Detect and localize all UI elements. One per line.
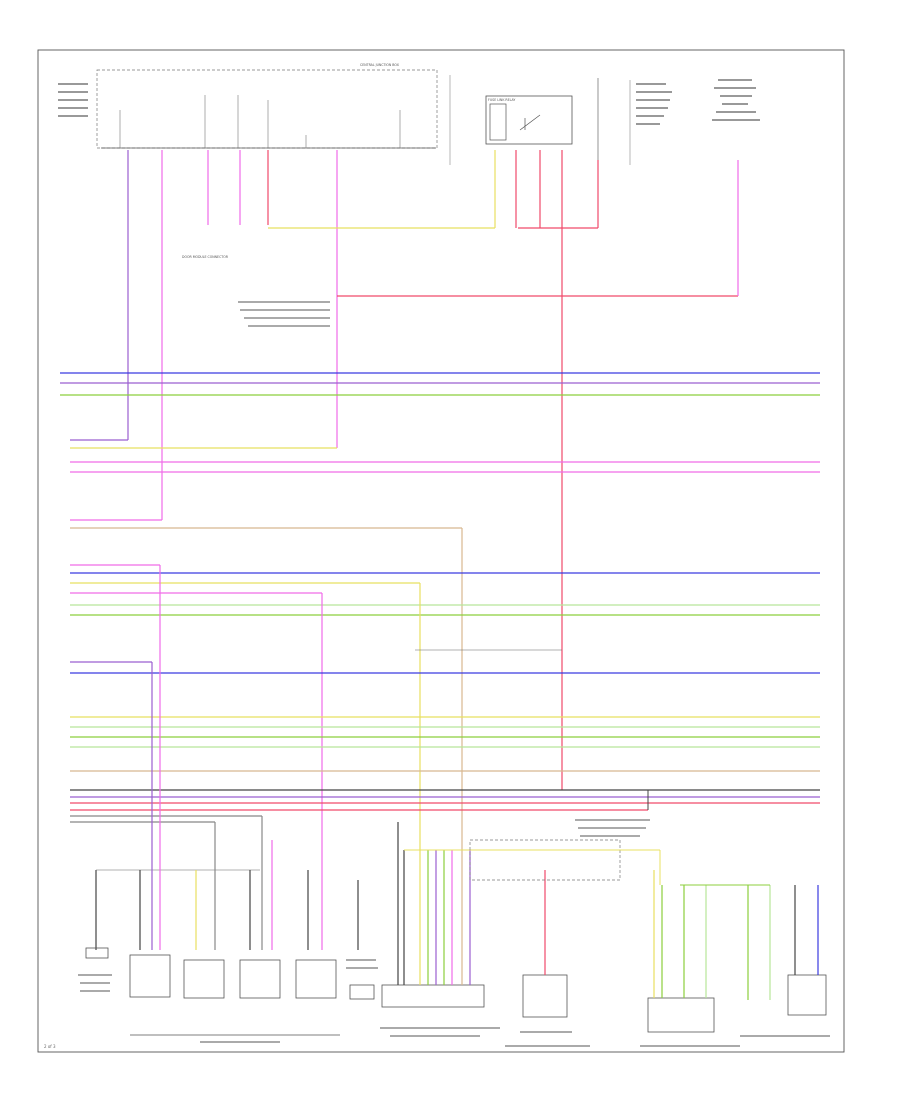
fuse-link-relay-label: FUSE LINK RELAY <box>488 98 515 102</box>
wheel-speed-sensor <box>740 885 830 1037</box>
top-vertical-wires <box>127 150 739 790</box>
central-junction-box-label: CENTRAL JUNCTION BOX <box>360 63 400 67</box>
far-right-top-note <box>712 79 760 121</box>
bus-group-5 <box>70 661 820 674</box>
bus-group-2 <box>70 439 820 473</box>
front-sensor-module <box>640 790 740 1047</box>
park-assist-sensors <box>129 954 340 1043</box>
steering-module <box>505 870 590 1047</box>
lower-vertical-wires <box>95 565 359 950</box>
left-rear-sensor <box>78 947 112 992</box>
splice-harness-note <box>238 301 330 327</box>
park-aid-module <box>380 822 560 1037</box>
rear-sensor-block <box>346 959 378 1000</box>
diagram-frame <box>37 49 845 1053</box>
bus-group-6 <box>70 716 820 823</box>
bus-group-3 <box>70 519 463 850</box>
bus-group-4 <box>70 564 820 880</box>
fuse-link-relay: FUSE LINK RELAY <box>485 95 573 145</box>
central-junction-box: CENTRAL JUNCTION BOX <box>96 63 438 149</box>
lighting-control-module <box>469 819 770 886</box>
bus-group-1 <box>60 372 820 396</box>
page-marker: 2 of 3 <box>44 1044 56 1049</box>
right-top-note <box>636 83 672 125</box>
left-top-note <box>58 83 88 117</box>
door-module-connector-label: DOOR MODULE CONNECTOR <box>182 255 229 259</box>
